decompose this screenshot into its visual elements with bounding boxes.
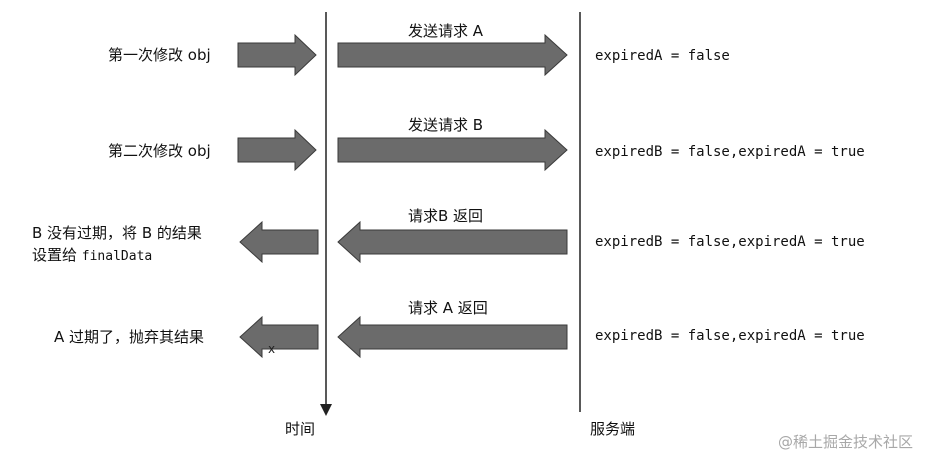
row2-left-label: 第二次修改 obj xyxy=(108,142,211,160)
row4-response-arrow xyxy=(337,315,568,359)
row3-left-line2-code: finalData xyxy=(81,249,153,264)
row4-local-arrow xyxy=(239,315,319,359)
time-axis-label: 时间 xyxy=(285,420,316,438)
row4-state: expiredB = false,expiredA = true xyxy=(595,328,865,344)
row3-left-label: B 没有过期，将 B 的结果 设置给 finalData xyxy=(32,222,202,268)
row3-local-arrow xyxy=(239,220,319,264)
row1-request-label: 发送请求 A xyxy=(408,22,484,40)
row1-left-label: 第一次修改 obj xyxy=(108,46,211,64)
row3-response-label: 请求B 返回 xyxy=(408,207,484,225)
server-axis-label: 服务端 xyxy=(590,420,636,438)
row2-request-arrow xyxy=(337,128,568,172)
row2-local-arrow xyxy=(237,128,317,172)
row3-left-line1: B 没有过期，将 B 的结果 xyxy=(32,224,202,242)
row2-state: expiredB = false,expiredA = true xyxy=(595,144,865,160)
row3-left-line2-text: 设置给 xyxy=(32,246,82,264)
row1-left-text: 第一次修改 obj xyxy=(108,46,211,64)
row3-state: expiredB = false,expiredA = true xyxy=(595,234,865,250)
watermark: @稀土掘金技术社区 xyxy=(778,433,914,451)
row4-discard-mark: x xyxy=(268,342,276,356)
row1-state: expiredA = false xyxy=(595,48,730,64)
row4-response-label: 请求 A 返回 xyxy=(408,299,488,317)
row2-left-text: 第二次修改 obj xyxy=(108,142,211,160)
row4-left-label: A 过期了，抛弃其结果 xyxy=(54,328,205,346)
row3-response-arrow xyxy=(337,220,568,264)
row2-request-label: 发送请求 B xyxy=(408,116,484,134)
row3-left-line2: 设置给 finalData xyxy=(32,244,202,268)
row1-local-arrow xyxy=(237,33,317,77)
row1-request-arrow xyxy=(337,33,568,77)
